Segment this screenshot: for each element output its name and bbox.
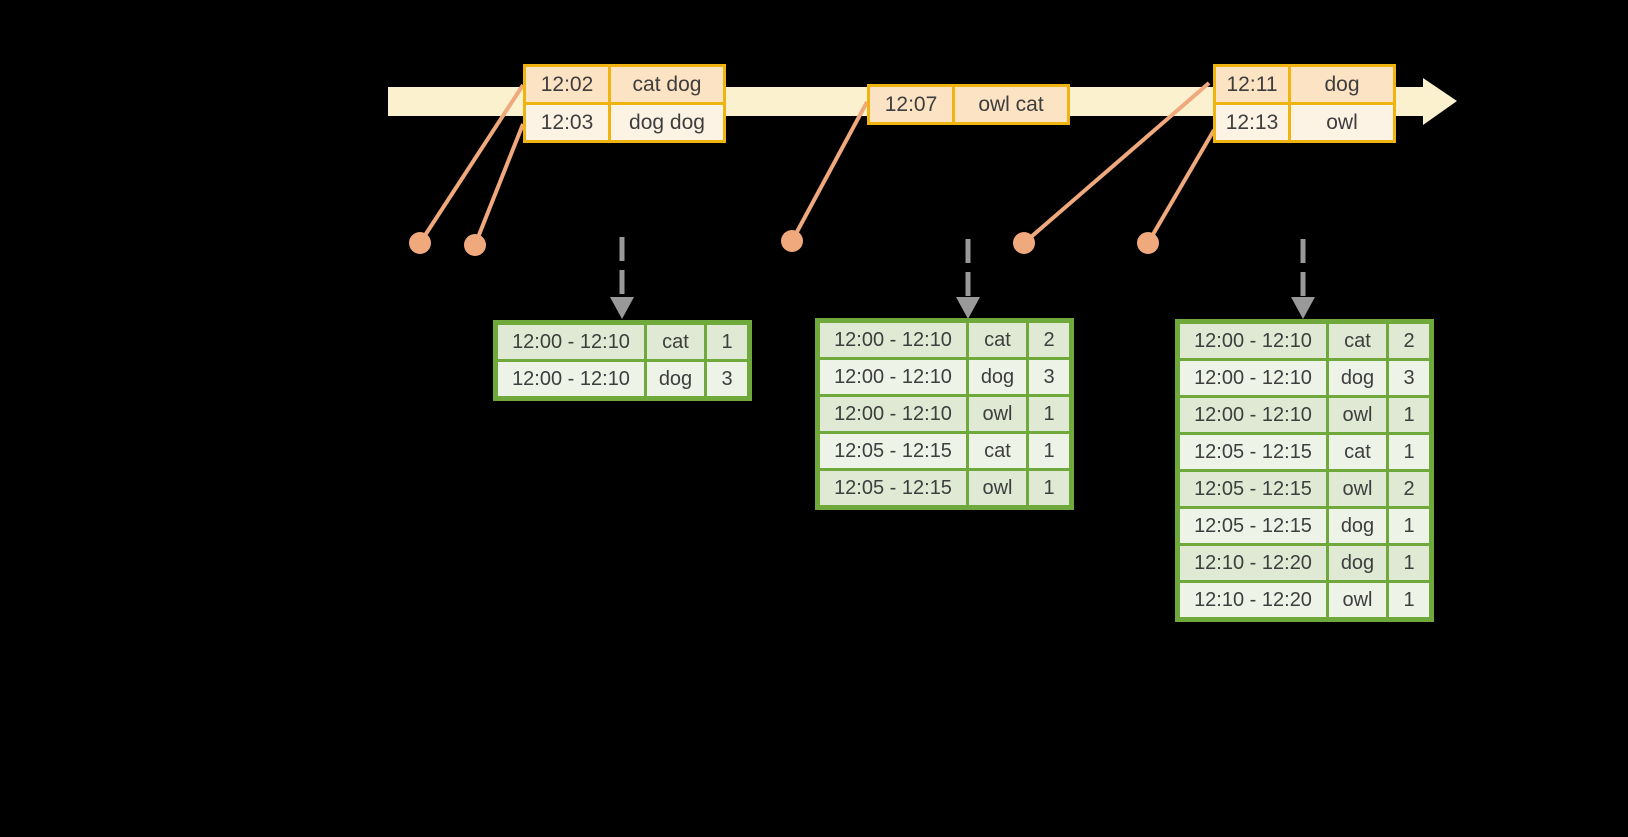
- result-row: 12:00 - 12:10 owl 1: [820, 397, 1069, 431]
- event-row: 12:03 dog dog: [526, 105, 723, 140]
- result-word: cat: [969, 434, 1026, 468]
- event-words: dog dog: [611, 105, 723, 140]
- result-window: 12:00 - 12:10: [820, 397, 966, 431]
- result-count: 1: [1389, 509, 1429, 543]
- result-count: 1: [707, 325, 747, 359]
- event-time: 12:02: [526, 67, 608, 102]
- result-count: 1: [1389, 583, 1429, 617]
- event-table-2: 12:07 owl cat: [867, 84, 1070, 125]
- event-words: owl cat: [955, 87, 1067, 122]
- event-pointer-line: [1146, 128, 1216, 245]
- result-window: 12:05 - 12:15: [1180, 472, 1326, 506]
- result-row: 12:00 - 12:10 cat 2: [820, 323, 1069, 357]
- result-window: 12:05 - 12:15: [1180, 509, 1326, 543]
- trigger-arrow-head-icon: [610, 297, 634, 319]
- event-time: 12:11: [1216, 67, 1288, 102]
- result-count: 1: [1389, 435, 1429, 469]
- result-word: dog: [969, 360, 1026, 394]
- event-dot: [1137, 232, 1159, 254]
- result-word: dog: [1329, 361, 1386, 395]
- result-count: 1: [1389, 398, 1429, 432]
- result-word: owl: [1329, 583, 1386, 617]
- result-row: 12:00 - 12:10 cat 2: [1180, 324, 1429, 358]
- result-row: 12:00 - 12:10 dog 3: [1180, 361, 1429, 395]
- result-table-1: 12:00 - 12:10 cat 1 12:00 - 12:10 dog 3: [493, 320, 752, 401]
- event-pointer-line: [473, 123, 525, 246]
- result-count: 1: [1029, 471, 1069, 505]
- event-dot: [781, 230, 803, 252]
- result-word: dog: [1329, 546, 1386, 580]
- result-count: 2: [1389, 324, 1429, 358]
- result-word: cat: [1329, 435, 1386, 469]
- result-count: 3: [707, 362, 747, 396]
- result-window: 12:00 - 12:10: [1180, 361, 1326, 395]
- event-time: 12:13: [1216, 105, 1288, 140]
- result-word: owl: [969, 397, 1026, 431]
- result-window: 12:05 - 12:15: [820, 471, 966, 505]
- result-row: 12:05 - 12:15 dog 1: [1180, 509, 1429, 543]
- event-table-3: 12:11 dog 12:13 owl: [1213, 64, 1396, 143]
- event-words: cat dog: [611, 67, 723, 102]
- result-table-2: 12:00 - 12:10 cat 2 12:00 - 12:10 dog 3 …: [815, 318, 1074, 510]
- result-window: 12:10 - 12:20: [1180, 583, 1326, 617]
- result-row: 12:10 - 12:20 owl 1: [1180, 583, 1429, 617]
- result-word: cat: [1329, 324, 1386, 358]
- event-row: 12:13 owl: [1216, 105, 1393, 140]
- result-count: 2: [1029, 323, 1069, 357]
- result-row: 12:10 - 12:20 dog 1: [1180, 546, 1429, 580]
- event-pointer-line: [418, 83, 525, 245]
- result-window: 12:05 - 12:15: [1180, 435, 1326, 469]
- result-row: 12:05 - 12:15 owl 2: [1180, 472, 1429, 506]
- event-pointer-line: [1022, 81, 1211, 245]
- trigger-arrow-head-icon: [956, 297, 980, 319]
- result-count: 1: [1029, 397, 1069, 431]
- event-row: 12:07 owl cat: [870, 87, 1067, 122]
- result-count: 3: [1389, 361, 1429, 395]
- result-row: 12:00 - 12:10 dog 3: [820, 360, 1069, 394]
- result-row: 12:00 - 12:10 cat 1: [498, 325, 747, 359]
- result-window: 12:00 - 12:10: [820, 323, 966, 357]
- event-dot: [1013, 232, 1035, 254]
- result-word: dog: [647, 362, 704, 396]
- result-window: 12:00 - 12:10: [498, 325, 644, 359]
- result-window: 12:00 - 12:10: [820, 360, 966, 394]
- event-time: 12:07: [870, 87, 952, 122]
- result-word: owl: [969, 471, 1026, 505]
- result-count: 3: [1029, 360, 1069, 394]
- event-row: 12:02 cat dog: [526, 67, 723, 102]
- trigger-arrow-head-icon: [1291, 297, 1315, 319]
- event-pointer-line: [790, 101, 869, 242]
- event-time: 12:03: [526, 105, 608, 140]
- timeline-arrow-icon: [1423, 78, 1457, 125]
- result-word: cat: [969, 323, 1026, 357]
- result-count: 2: [1389, 472, 1429, 506]
- result-word: cat: [647, 325, 704, 359]
- result-word: dog: [1329, 509, 1386, 543]
- result-window: 12:05 - 12:15: [820, 434, 966, 468]
- result-row: 12:00 - 12:10 dog 3: [498, 362, 747, 396]
- event-dot: [409, 232, 431, 254]
- result-word: owl: [1329, 472, 1386, 506]
- event-words: dog: [1291, 67, 1393, 102]
- result-row: 12:00 - 12:10 owl 1: [1180, 398, 1429, 432]
- result-row: 12:05 - 12:15 owl 1: [820, 471, 1069, 505]
- event-dot: [464, 234, 486, 256]
- result-row: 12:05 - 12:15 cat 1: [820, 434, 1069, 468]
- result-window: 12:00 - 12:10: [498, 362, 644, 396]
- result-window: 12:00 - 12:10: [1180, 324, 1326, 358]
- result-window: 12:10 - 12:20: [1180, 546, 1326, 580]
- result-word: owl: [1329, 398, 1386, 432]
- result-table-3: 12:00 - 12:10 cat 2 12:00 - 12:10 dog 3 …: [1175, 319, 1434, 622]
- event-words: owl: [1291, 105, 1393, 140]
- result-count: 1: [1389, 546, 1429, 580]
- event-table-1: 12:02 cat dog 12:03 dog dog: [523, 64, 726, 143]
- result-window: 12:00 - 12:10: [1180, 398, 1326, 432]
- result-row: 12:05 - 12:15 cat 1: [1180, 435, 1429, 469]
- result-count: 1: [1029, 434, 1069, 468]
- event-row: 12:11 dog: [1216, 67, 1393, 102]
